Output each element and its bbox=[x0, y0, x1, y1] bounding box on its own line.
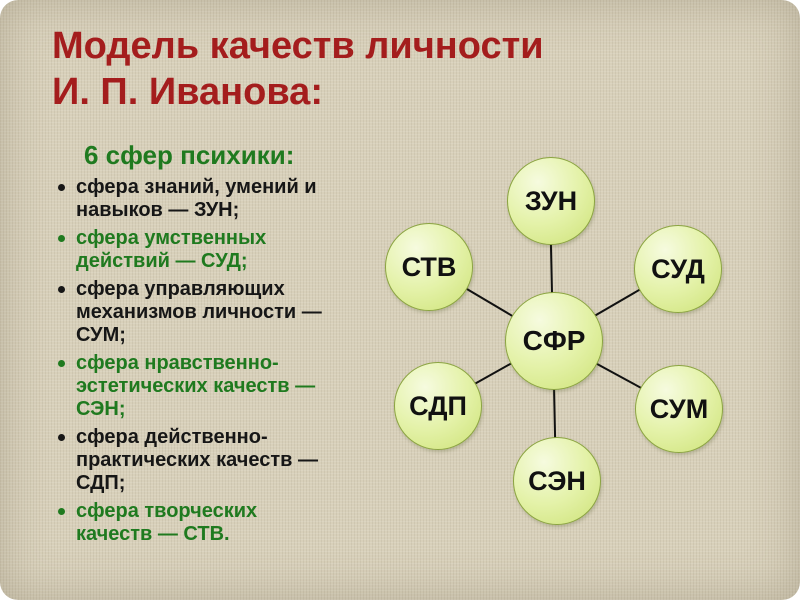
list-item-text: сфера управляющих механизмов личности — … bbox=[76, 278, 322, 346]
diagram-node: СТВ bbox=[385, 223, 473, 311]
list-item-text: сфера творческих качеств — СТВ. bbox=[76, 500, 258, 545]
concept-diagram: СФР ЗУН СУД СУМ СЭН СДП СТВ bbox=[370, 150, 770, 540]
title-line-2: И. П. Иванова: bbox=[52, 70, 323, 113]
diagram-node-center: СФР bbox=[505, 292, 603, 390]
diagram-node: СУМ bbox=[635, 365, 723, 453]
slide-title: Модель качеств личности И. П. Иванова: bbox=[52, 24, 544, 115]
subtitle: 6 сфер психики: bbox=[84, 140, 295, 170]
list-item: сфера нравственно-эстетических качеств —… bbox=[58, 352, 358, 421]
bullet-icon bbox=[58, 286, 65, 293]
list-item-text: сфера знаний, умений и навыков — ЗУН; bbox=[76, 176, 317, 221]
list-item-text: сфера действенно-практических качеств — … bbox=[76, 426, 318, 494]
list-item: сфера знаний, умений и навыков — ЗУН; bbox=[58, 176, 358, 222]
bullet-list: сфера знаний, умений и навыков — ЗУН; сф… bbox=[58, 176, 358, 551]
list-item-text: сфера умственных действий — СУД; bbox=[76, 227, 267, 272]
list-item: сфера умственных действий — СУД; bbox=[58, 227, 358, 273]
diagram-node: СУД bbox=[634, 225, 722, 313]
list-item: сфера творческих качеств — СТВ. bbox=[58, 500, 358, 546]
list-item-text: сфера нравственно-эстетических качеств —… bbox=[76, 352, 316, 420]
title-line-1: Модель качеств личности bbox=[52, 25, 544, 67]
diagram-node: ЗУН bbox=[507, 157, 595, 245]
bullet-icon bbox=[58, 235, 65, 242]
bullet-icon bbox=[58, 508, 65, 515]
list-item: сфера управляющих механизмов личности — … bbox=[58, 278, 358, 347]
diagram-node: СЭН bbox=[513, 437, 601, 525]
bullet-icon bbox=[58, 360, 65, 367]
bullet-icon bbox=[58, 184, 65, 191]
bullet-icon bbox=[58, 434, 65, 441]
diagram-node: СДП bbox=[394, 362, 482, 450]
list-item: сфера действенно-практических качеств — … bbox=[58, 426, 358, 495]
